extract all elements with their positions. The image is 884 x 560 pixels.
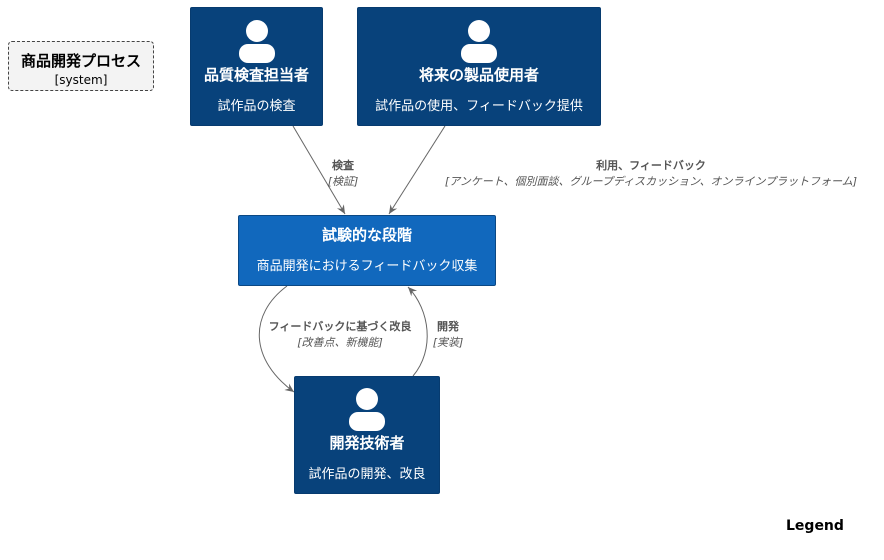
edge-develop-title: 開発 xyxy=(437,320,459,333)
edge-develop-tech: [実装] xyxy=(432,336,464,349)
person-icon xyxy=(461,20,497,63)
edge-feedback xyxy=(388,125,446,215)
legend-label[interactable]: Legend xyxy=(786,518,844,534)
node-user[interactable]: 将来の製品使用者 試作品の使用、フィードバック提供 xyxy=(357,7,601,126)
node-trial-title: 試験的な段階 xyxy=(321,226,412,244)
edge-improve-tech: [改善点、新機能] xyxy=(297,336,383,349)
person-icon xyxy=(349,388,385,431)
node-inspector-title: 品質検査担当者 xyxy=(203,66,309,84)
edge-feedback-label: 利用、フィードバック [アンケート、個別面談、グループディスカッション、オンライ… xyxy=(425,157,877,189)
edge-improve xyxy=(258,285,295,393)
node-engineer-title: 開発技術者 xyxy=(329,434,405,452)
system-boundary: 商品開発プロセス [system] xyxy=(8,41,154,91)
node-user-desc: 試作品の使用、フィードバック提供 xyxy=(375,99,583,114)
edge-inspect xyxy=(292,125,346,215)
edge-inspect-tech: [検証] xyxy=(327,175,359,188)
edge-inspect-label: 検査 [検証] xyxy=(318,157,368,189)
edge-develop-label: 開発 [実装] xyxy=(428,318,468,350)
edge-feedback-tech: [アンケート、個別面談、グループディスカッション、オンラインプラットフォーム] xyxy=(444,175,858,188)
node-user-title: 将来の製品使用者 xyxy=(418,66,539,84)
edge-inspect-title: 検査 xyxy=(332,159,354,172)
edge-develop xyxy=(407,286,428,377)
edge-improve-title: フィードバックに基づく改良 xyxy=(268,320,412,333)
person-icon xyxy=(238,20,275,63)
boundary-type: [system] xyxy=(54,73,108,87)
node-inspector-desc: 試作品の検査 xyxy=(217,99,296,114)
node-engineer-desc: 試作品の開発、改良 xyxy=(308,467,426,482)
node-engineer[interactable]: 開発技術者 試作品の開発、改良 xyxy=(294,376,440,494)
edge-improve-label: フィードバックに基づく改良 [改善点、新機能] xyxy=(259,318,421,350)
node-inspector[interactable]: 品質検査担当者 試作品の検査 xyxy=(190,7,323,126)
boundary-title: 商品開発プロセス xyxy=(20,52,141,70)
edge-feedback-title: 利用、フィードバック xyxy=(596,159,706,172)
node-trial-desc: 商品開発におけるフィードバック収集 xyxy=(256,259,478,274)
node-trial[interactable]: 試験的な段階 商品開発におけるフィードバック収集 xyxy=(238,215,496,286)
